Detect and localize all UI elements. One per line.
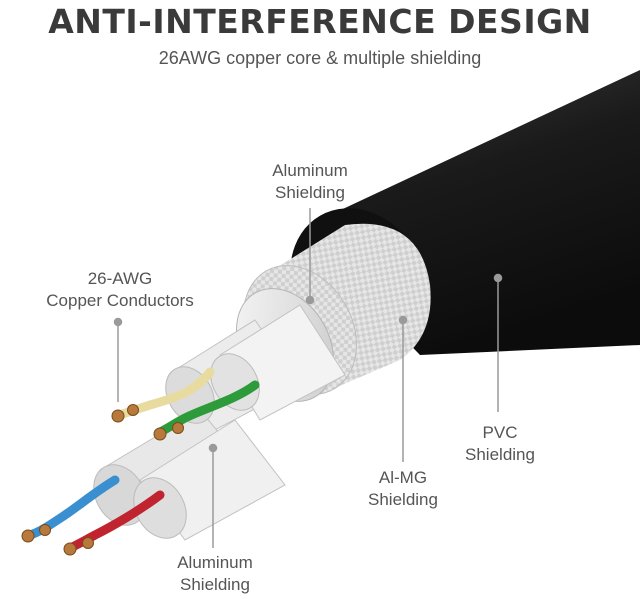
label-pvc-shielding: PVC Shielding (445, 422, 555, 466)
label-line: Shielding (275, 183, 345, 202)
label-copper-conductors: 26-AWG Copper Conductors (20, 268, 220, 312)
label-almg-shielding: Al-MG Shielding (348, 467, 458, 511)
label-line: Aluminum (177, 553, 253, 572)
label-line: 26-AWG (87, 269, 153, 288)
almg-braid (265, 223, 431, 390)
wire-green (155, 380, 260, 437)
pair-shields (93, 304, 346, 541)
page-title: ANTI-INTERFERENCE DESIGN (48, 2, 592, 41)
label-aluminum-shielding-top: Aluminum Shielding (250, 160, 370, 204)
wire-blue (25, 475, 120, 540)
label-line: Shielding (465, 445, 535, 464)
copper-tips (21, 404, 184, 556)
label-line: Shielding (368, 490, 438, 509)
label-line: Shielding (180, 575, 250, 594)
label-line: Copper Conductors (46, 291, 194, 310)
page-subtitle: 26AWG copper core & multiple shielding (158, 48, 482, 68)
label-line: PVC (482, 423, 518, 442)
label-aluminum-shielding-bottom: Aluminum Shielding (155, 552, 275, 596)
label-line: Aluminum (272, 161, 348, 180)
label-line: Al-MG (378, 468, 428, 487)
leader-lines (113, 208, 503, 548)
